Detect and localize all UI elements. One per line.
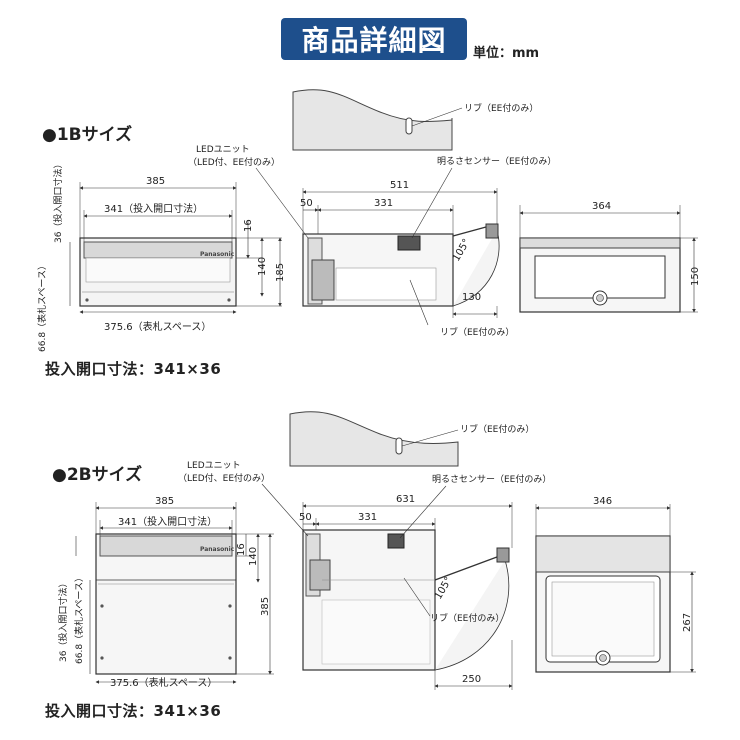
front-view-2b: Panasonic 385 341（投入開口寸法） 375.6（表札スペース） … (57, 496, 274, 689)
dim-346-2b: 346 (593, 496, 612, 507)
dim-50-1b: 50 (300, 198, 313, 209)
rib-label-bottom-2b: リブ（EE付のみ） (430, 612, 504, 624)
side-view-1b: 105° 511 50 331 130 LEDユニット （LED付、EE付のみ）… (188, 145, 556, 338)
caption-1b: 投入開口寸法：341×36 (45, 360, 222, 378)
rear-view-1b: 364 150 (519, 201, 701, 313)
dim-631-2b: 631 (396, 494, 415, 505)
front-view-1b: Panasonic 385 341（投入開口寸法） 375.6（表札スペース） … (36, 160, 286, 352)
dim-331-1b: 331 (374, 198, 393, 209)
side-view-2b: 105° 631 50 331 250 LEDユニット （LED付、EE付のみ）… (178, 461, 551, 690)
dim-267-2b: 267 (682, 613, 693, 632)
dim-341-2b: 341（投入開口寸法） (118, 515, 217, 528)
dim-364-1b: 364 (592, 201, 611, 212)
dim-130-1b: 130 (462, 292, 481, 303)
dim-668-vertical-2b: 66.8（表札スペース） (73, 573, 85, 664)
led-label-2b: LEDユニット (187, 461, 241, 471)
page-title: 商品詳細図 (281, 18, 467, 60)
dim-511-1b: 511 (390, 180, 409, 191)
rib-label-top-1b: リブ（EE付のみ） (464, 102, 538, 114)
sensor-label-2b: 明るさセンサー（EE付のみ） (432, 474, 551, 485)
dim-3756-1b: 375.6（表札スペース） (104, 320, 211, 333)
dim-185-1b: 185 (275, 263, 286, 282)
unit-label: 単位：mm (473, 46, 540, 61)
rib-label-bottom-1b: リブ（EE付のみ） (440, 326, 514, 338)
dim-668-vertical-1b: 66.8（表札スペース） (36, 261, 48, 352)
dim-341-1b: 341（投入開口寸法） (104, 202, 203, 215)
brand-label-1b: Panasonic (200, 251, 235, 258)
led-sub-label-2b: （LED付、EE付のみ） (178, 473, 270, 484)
dim-16-1b: 16 (243, 219, 254, 232)
dim-50-2b: 50 (299, 512, 312, 523)
dim-16-2b: 16 (236, 543, 247, 556)
dim-385-vertical-2b: 385 (260, 597, 271, 616)
dim-140-2b: 140 (248, 547, 259, 566)
dim-385-1b: 385 (146, 176, 165, 187)
dim-150-1b: 150 (690, 267, 701, 286)
section-title-1b: ●1Bサイズ (42, 125, 133, 145)
dim-36-vertical-1b: 36（投入開口寸法） (52, 160, 64, 243)
dim-331-2b: 331 (358, 512, 377, 523)
led-label-1b: LEDユニット (196, 145, 250, 155)
caption-2b: 投入開口寸法：341×36 (45, 702, 222, 720)
section-title-2b: ●2Bサイズ (52, 465, 143, 485)
dim-3756-2b: 375.6（表札スペース） (110, 676, 217, 689)
brand-label-2b: Panasonic (200, 546, 235, 553)
led-sub-label-1b: （LED付、EE付のみ） (188, 157, 280, 168)
dim-36-vertical-2b: 36（投入開口寸法） (57, 579, 69, 662)
dim-140-1b: 140 (257, 257, 268, 276)
rib-detail-1b: リブ（EE付のみ） (292, 89, 538, 151)
rear-view-2b: 346 267 (535, 496, 696, 673)
dim-250-2b: 250 (462, 674, 481, 685)
dim-385-2b: 385 (155, 496, 174, 507)
rib-detail-2b: リブ（EE付のみ） (289, 411, 534, 467)
rib-label-top-2b: リブ（EE付のみ） (460, 423, 534, 435)
angle-105-1b: 105° (451, 237, 473, 263)
sensor-label-1b: 明るさセンサー（EE付のみ） (437, 156, 556, 167)
